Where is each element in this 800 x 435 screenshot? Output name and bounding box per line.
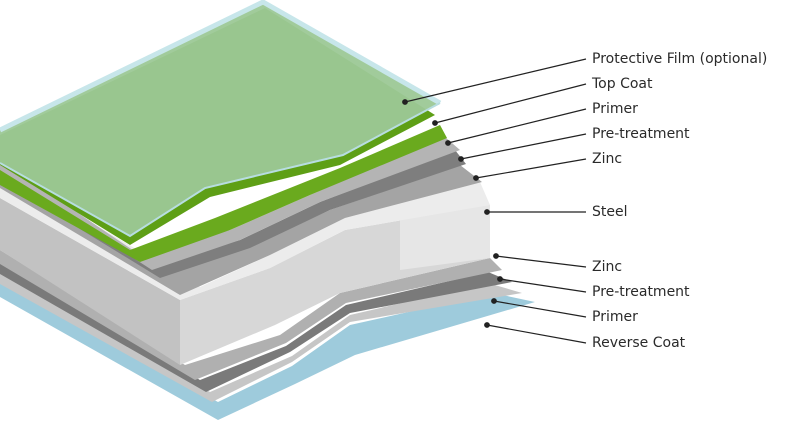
protective-film-edge-lower [0,102,441,238]
leader-zinc-top [475,158,587,179]
leader-primer-bottom [493,300,587,318]
steel-side-highlight [400,205,490,270]
label-zinc-top: Zinc [592,151,623,167]
leader-dot-reverse-coat [484,322,490,328]
leader-dot-protective-film [402,99,408,105]
leader-zinc-bottom [495,255,587,268]
leader-dot-zinc-top [473,175,479,181]
leader-primer-top [447,108,587,144]
label-pretreatment-top: Pre-treatment [592,126,690,142]
leader-dot-top-coat [432,120,438,126]
label-primer-top: Primer [592,101,638,117]
label-steel: Steel [592,204,628,220]
reverse-coat-layer [0,282,535,420]
protective-film-edge [0,0,442,133]
protective-film-layer [0,2,438,236]
leader-pretreatment-top [460,133,587,160]
leader-top-coat [434,83,587,124]
leader-dot-primer-top [445,140,451,146]
label-top-coat: Top Coat [592,76,653,92]
leader-reverse-coat [486,324,587,344]
leader-dot-steel [484,209,490,215]
label-primer-bottom: Primer [592,309,638,325]
label-reverse-coat: Reverse Coat [592,335,686,351]
leader-dot-pretreatment-bottom [497,276,503,282]
pretreatment-bottom-layer [0,262,512,392]
label-zinc-bottom: Zinc [592,259,623,275]
label-pretreatment-bottom: Pre-treatment [592,284,690,300]
leader-lines [402,58,587,344]
zinc-top-layer [0,165,482,295]
label-protective-film: Protective Film (optional) [592,51,768,67]
leader-protective-film [404,58,587,103]
primer-top-layer [0,137,460,270]
leader-dot-primer-bottom [491,298,497,304]
steel-front-face [0,198,180,365]
leader-dot-zinc-bottom [493,253,499,259]
leader-dot-pretreatment-top [458,156,464,162]
zinc-bottom-layer [0,250,502,380]
leader-pretreatment-bottom [499,278,587,293]
primer-bottom-layer [0,272,522,402]
